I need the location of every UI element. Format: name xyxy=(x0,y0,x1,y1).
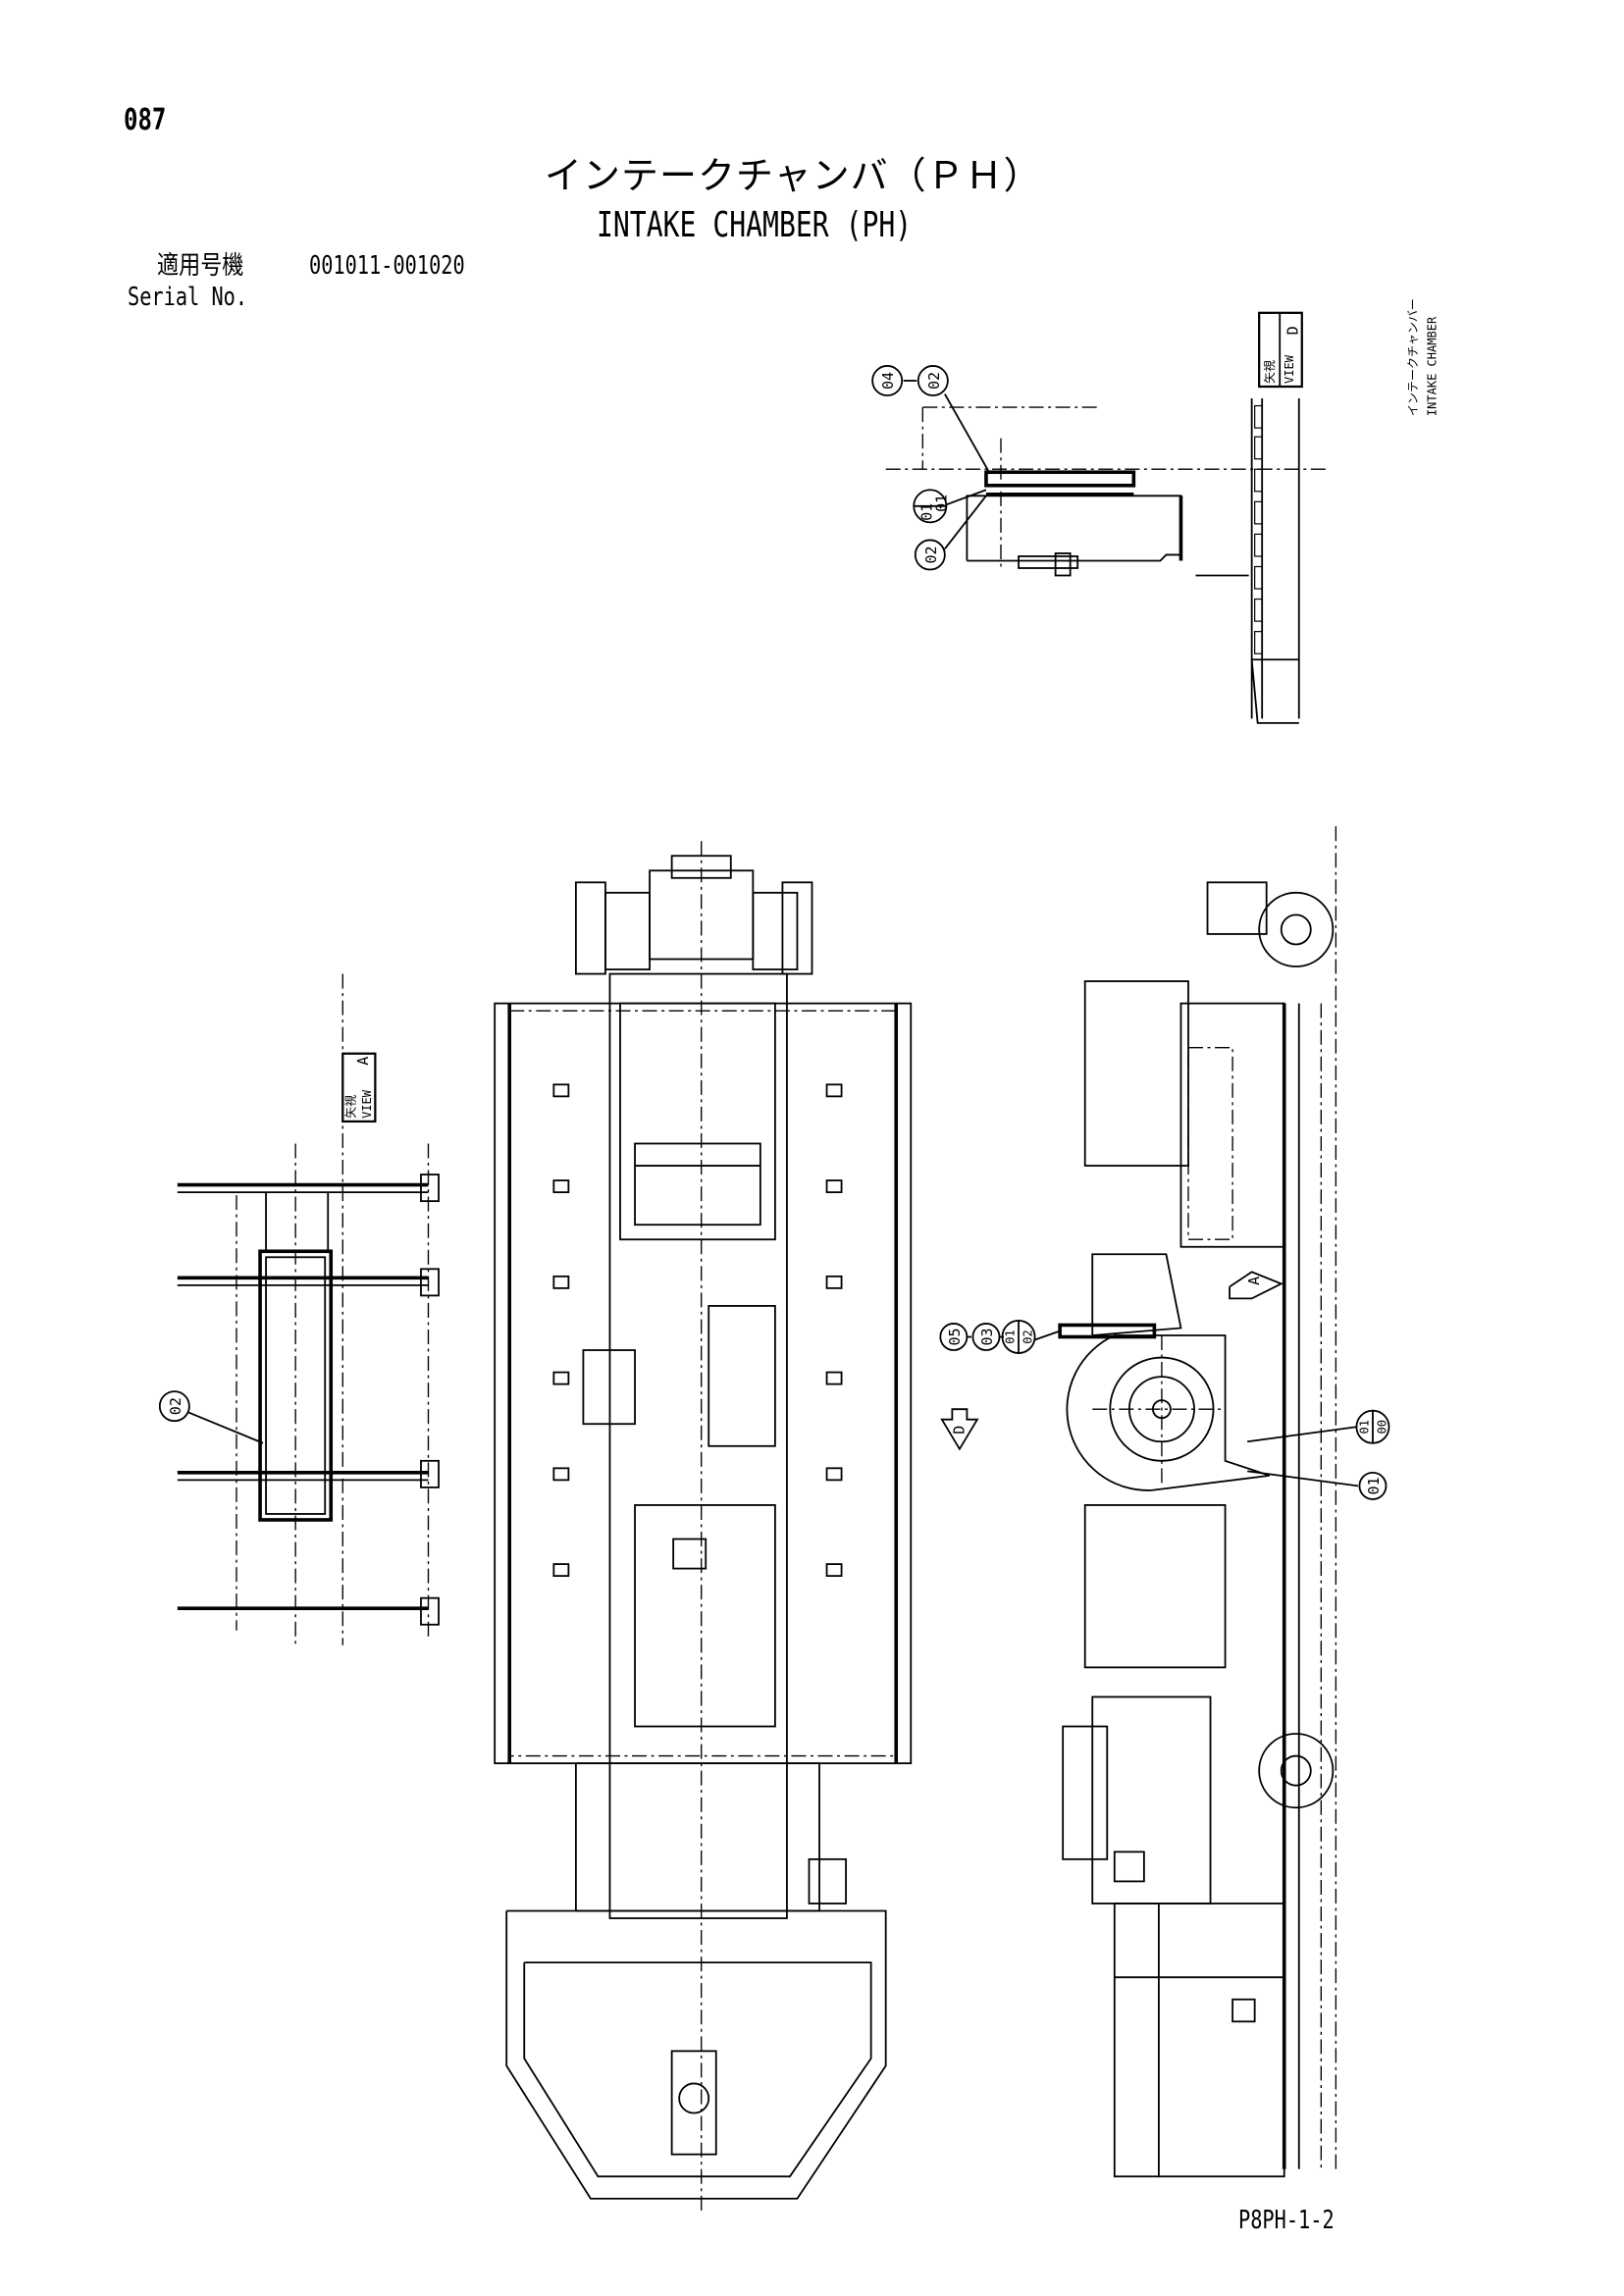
serial-label-japanese: 適用号機 xyxy=(157,251,244,281)
callout-01-01: 01 01 xyxy=(913,489,950,524)
side-view: A D 05 03 01 02 xyxy=(939,826,1390,2178)
callout-01-02: 01 02 xyxy=(1001,1320,1036,1354)
callout-02: 02 xyxy=(158,1390,190,1423)
view-a-letter: A xyxy=(354,1057,372,1066)
serial-range: 001011-001020 xyxy=(309,251,465,281)
svg-text:01: 01 xyxy=(932,495,950,512)
margin-note: インテークチャンバー INTAKE CHAMBER xyxy=(1406,298,1440,416)
view-d-label-en: VIEW xyxy=(1283,354,1296,384)
margin-note-jp: インテークチャンバー xyxy=(1406,298,1420,416)
margin-note-en: INTAKE CHAMBER xyxy=(1426,316,1440,416)
document-code: P8PH-1-2 xyxy=(1238,2206,1335,2235)
page-number: 087 xyxy=(124,103,167,137)
callout-02: 02 xyxy=(917,365,949,396)
view-d-letter: D xyxy=(1283,326,1301,335)
svg-text:01: 01 xyxy=(1004,1330,1018,1343)
arrow-d-icon: D xyxy=(940,1408,979,1451)
title-japanese: インテークチャンバ（ＰＨ） xyxy=(545,154,1042,197)
callout-02: 02 xyxy=(914,539,946,571)
view-a-label-en: VIEW xyxy=(360,1089,374,1119)
svg-text:00: 00 xyxy=(1376,1420,1389,1434)
callout-01: 01 xyxy=(1358,1471,1388,1500)
view-a-label-jp: 矢視 xyxy=(342,1095,357,1119)
svg-text:02: 02 xyxy=(925,372,943,390)
view-a: 矢視 VIEW A 02 xyxy=(158,973,440,1645)
svg-text:02: 02 xyxy=(1022,1330,1035,1343)
serial-label-english: Serial No. xyxy=(128,283,248,312)
svg-text:04: 04 xyxy=(879,372,897,390)
svg-text:05: 05 xyxy=(946,1328,964,1345)
title-english: INTAKE CHAMBER (PH) xyxy=(597,205,913,245)
view-d: 矢視 VIEW D 04 xyxy=(871,311,1329,724)
svg-text:01: 01 xyxy=(917,503,935,521)
callout-03: 03 xyxy=(971,1323,1001,1351)
arrow-d-letter: D xyxy=(950,1426,968,1435)
svg-text:02: 02 xyxy=(167,1397,184,1415)
svg-text:02: 02 xyxy=(922,546,940,563)
svg-text:01: 01 xyxy=(1365,1477,1383,1494)
view-d-label-jp: 矢視 xyxy=(1262,360,1277,384)
callout-05: 05 xyxy=(939,1323,969,1351)
callout-01-00: 01 00 xyxy=(1355,1409,1390,1444)
svg-text:01: 01 xyxy=(1357,1420,1371,1434)
callout-04: 04 xyxy=(871,365,904,396)
arrow-a-letter: A xyxy=(1245,1277,1263,1285)
plan-view xyxy=(494,841,913,2214)
svg-text:03: 03 xyxy=(978,1328,996,1345)
